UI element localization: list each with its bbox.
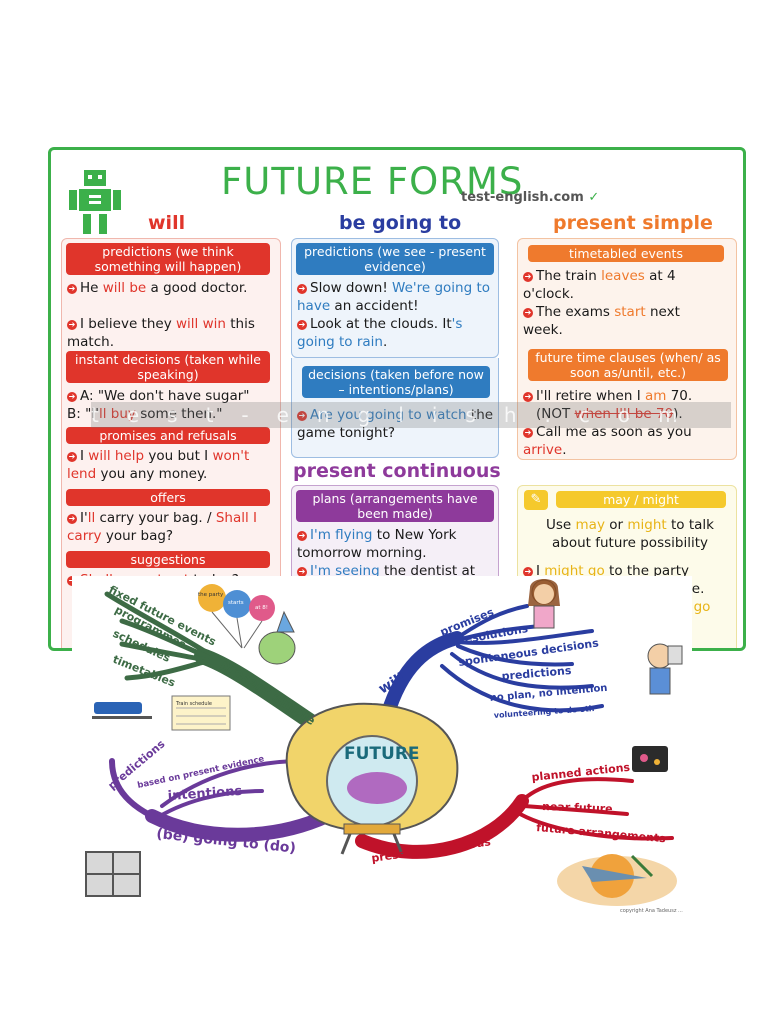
going-item-2: based on present evidence xyxy=(137,754,266,791)
arrow-icon: ➔ xyxy=(523,308,533,318)
branch-present-continuous xyxy=(355,777,674,859)
label-promises-refusals: promises and refusals xyxy=(66,427,270,444)
label-offers: offers xyxy=(66,489,270,506)
checkmark-icon: ✓ xyxy=(588,190,600,205)
arrow-icon: ➔ xyxy=(523,272,533,282)
arrow-icon: ➔ xyxy=(523,567,533,577)
example-may-1: ➔I might go to the party xyxy=(523,563,689,579)
example-simple-5: ➔Call me as soon as you arrive. xyxy=(523,424,692,458)
label-decisions-before-now: decisions (taken before now – intentions… xyxy=(302,366,490,398)
arrow-icon: ➔ xyxy=(67,320,77,330)
girl-illustration xyxy=(528,579,560,629)
label-instant-decisions: instant decisions (taken while speaking) xyxy=(66,351,270,383)
label-future-time-clauses: future time clauses (when/ as soon as/un… xyxy=(528,349,728,381)
going-item-3: intentions xyxy=(167,784,243,804)
center-label: FUTURE xyxy=(344,744,420,764)
airplane-illustration xyxy=(557,854,677,906)
arrow-icon: ➔ xyxy=(523,428,533,438)
may-might-rule: Use may or might to talk about future po… xyxy=(546,517,714,551)
label-predictions: predictions (we think something will hap… xyxy=(66,243,270,275)
example-will-6: ➔I'll carry your bag. / Shall I carry yo… xyxy=(67,510,258,544)
example-simple-1: ➔The train leaves at 4 o'clock. xyxy=(523,268,676,302)
train-illustration xyxy=(92,702,152,719)
branch-will xyxy=(380,604,604,723)
suitcase-illustration xyxy=(632,746,668,772)
poster-title: FUTURE FORMS xyxy=(221,160,524,203)
example-will-2: ➔I believe they will win this match. xyxy=(67,316,255,350)
balloons-illustration xyxy=(198,584,296,665)
example-simple-3: ➔I'll retire when I am 70. xyxy=(523,388,693,404)
copyright-text: copyright Ana Tadeusz ... xyxy=(620,908,683,914)
will-item-4: predictions xyxy=(501,664,572,683)
arrow-icon: ➔ xyxy=(67,452,77,462)
arrow-icon: ➔ xyxy=(67,284,77,294)
crystal-ball-illustration xyxy=(285,702,459,855)
pc-item-3: future arrangements xyxy=(536,821,667,845)
sticker-text-1: the party xyxy=(198,592,224,598)
arrow-icon: ➔ xyxy=(297,567,307,577)
pc-label-part-1: present continuous xyxy=(371,835,492,865)
branch-going-to xyxy=(109,758,334,842)
ps-branch-label: present simple xyxy=(218,657,318,729)
arrow-icon: ➔ xyxy=(297,531,307,541)
example-going-1: ➔Slow down! We're going to have an accid… xyxy=(297,280,491,314)
timetable-label: Train schedule xyxy=(175,701,212,707)
robot-icon xyxy=(69,170,121,234)
mind-map-svg: FUTURE fixed future events programmes sc… xyxy=(85,579,683,914)
label-may-might: may / might xyxy=(556,491,726,508)
label-plans: plans (arrangements have been made) xyxy=(296,490,494,522)
example-cont-1: ➔I'm flying to New York tomorrow morning… xyxy=(297,527,457,561)
heading-be-going-to: be going to xyxy=(339,212,462,234)
example-will-3: ➔A: "We don't have sugar" xyxy=(67,388,250,404)
window-illustration xyxy=(85,851,141,897)
arrow-icon: ➔ xyxy=(297,284,307,294)
label-present-evidence: predictions (we see - present evidence) xyxy=(296,243,494,275)
example-cont-2: ➔I'm seeing the dentist at xyxy=(297,563,476,579)
heading-present-simple: present simple xyxy=(553,212,713,234)
future-mind-map: FUTURE fixed future events programmes sc… xyxy=(72,576,692,916)
arrow-icon: ➔ xyxy=(67,514,77,524)
example-will-1: ➔He will be a good doctor. xyxy=(67,280,248,296)
will-item-6: volunteering to do sth xyxy=(494,704,595,720)
column-present-simple: timetabled events ➔The train leaves at 4… xyxy=(517,238,737,460)
label-suggestions: suggestions xyxy=(66,551,270,568)
example-going-3: ➔Are you going to watch the game tonight… xyxy=(297,407,494,441)
heading-present-continuous: present continuous xyxy=(293,460,501,482)
example-will-5: ➔I will help you but I won't lend you an… xyxy=(67,448,250,482)
column-be-going-to-decisions: decisions (taken before now – intentions… xyxy=(291,358,499,458)
arrow-icon: ➔ xyxy=(523,392,533,402)
example-simple-2: ➔The exams start next week. xyxy=(523,304,680,338)
sticker-text-3: at 8! xyxy=(255,605,268,611)
sticker-text-2: starts xyxy=(228,600,244,606)
heading-will: will xyxy=(148,212,186,234)
example-going-2: ➔Look at the clouds. It's going to rain. xyxy=(297,316,463,350)
example-will-4: B: "I'll buy some then." xyxy=(67,406,223,422)
pencil-icon: ✎ xyxy=(524,490,548,510)
timetable-illustration xyxy=(171,695,231,731)
site-label: test-english.com ✓ xyxy=(461,190,600,205)
watermark: test-english.com xyxy=(91,402,731,428)
branch-present-simple xyxy=(104,591,325,734)
label-timetabled-events: timetabled events xyxy=(528,245,724,262)
boy-illustration xyxy=(647,643,683,695)
arrow-icon: ➔ xyxy=(297,320,307,330)
column-be-going-to: predictions (we see - present evidence) … xyxy=(291,238,499,358)
arrow-icon: ➔ xyxy=(67,392,77,402)
pc-item-2: near future xyxy=(542,800,613,815)
arrow-icon: ➔ xyxy=(297,411,307,421)
example-simple-4: (NOT when I'll be 70). xyxy=(536,406,683,422)
